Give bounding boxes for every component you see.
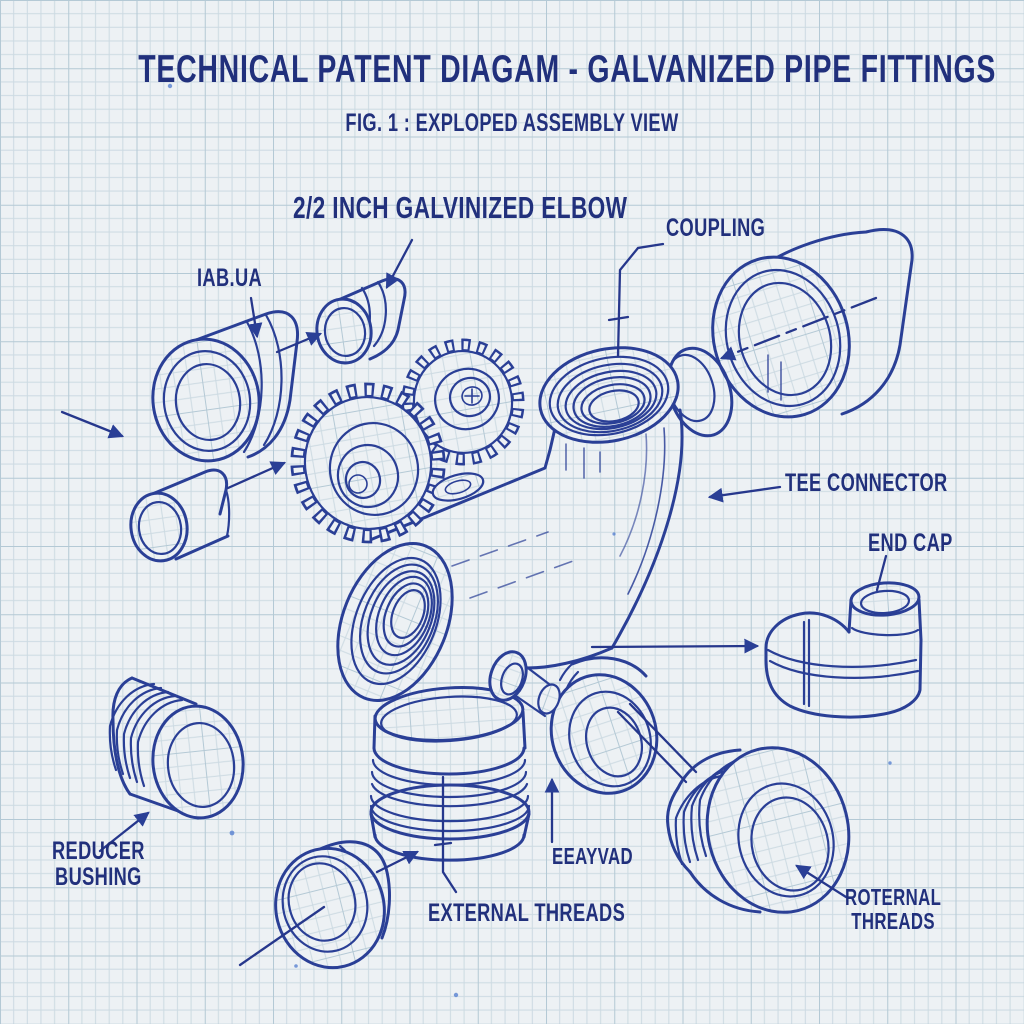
reducer-bushing-drawing bbox=[108, 676, 245, 820]
page-title: TECHNICAL PATENT DIAGAM - GALVANIZED PIP… bbox=[138, 48, 997, 91]
gears-drawing bbox=[290, 338, 525, 544]
gear-hub-washer bbox=[431, 472, 485, 502]
callout-iab-ua: IAB.UA bbox=[197, 264, 263, 292]
callout-coupling: COUPLING bbox=[666, 214, 766, 242]
callout-roternal-line1: ROTERNAL bbox=[845, 884, 942, 910]
end-cap-drawing bbox=[764, 581, 923, 719]
end-cap-arrow bbox=[590, 638, 760, 654]
roternal-threads-arrow bbox=[795, 864, 848, 899]
callout-roternal-threads: ROTERNAL THREADS bbox=[845, 885, 941, 933]
left-edge-arrow bbox=[60, 410, 125, 439]
coupling-leader bbox=[616, 242, 665, 358]
end-cap-leader bbox=[875, 554, 888, 592]
external-threads-leader bbox=[441, 775, 458, 894]
elbow-front-port bbox=[336, 542, 454, 702]
callout-tee-connector: TEE CONNECTOR bbox=[785, 469, 948, 497]
callout-external-threads: EXTERNAL THREADS bbox=[428, 899, 626, 927]
paper-speckles bbox=[167, 83, 892, 998]
callout-eeayvad: EEAYVAD bbox=[552, 843, 633, 869]
figure-subtitle: FIG. 1 : EXPLOPED ASSEMBLY VIEW bbox=[345, 109, 679, 137]
cylinder-to-gear-arrow bbox=[226, 461, 287, 490]
small-gear bbox=[401, 338, 525, 466]
callout-elbow: 2/2 INCH GALVINIZED ELBOW bbox=[293, 190, 628, 225]
large-gear bbox=[290, 382, 446, 544]
callout-reducer-line1: REDUCER bbox=[52, 837, 145, 865]
left-coupling-drawing bbox=[151, 310, 300, 463]
callout-roternal-line2: THREADS bbox=[851, 908, 935, 935]
coupling-part-drawing bbox=[711, 228, 914, 419]
external-thread-column bbox=[369, 686, 531, 862]
callout-end-cap: END CAP bbox=[868, 529, 953, 557]
tee-connector-arrow bbox=[707, 485, 782, 503]
elbow-top-mouth bbox=[538, 346, 680, 444]
threaded-bushing-drawing bbox=[616, 702, 851, 914]
elbow-fitting-drawing bbox=[336, 346, 684, 862]
iab-ua-arrow bbox=[247, 296, 263, 339]
elbow-label-arrow bbox=[385, 238, 414, 289]
coupling-to-plug-arrow bbox=[275, 332, 323, 354]
plain-ring-drawing bbox=[238, 840, 391, 970]
ring-arrow bbox=[375, 850, 420, 874]
leader-arrows bbox=[60, 238, 888, 899]
plain-cylinder-drawing bbox=[129, 468, 231, 563]
callout-reducer-line2: BUSHING bbox=[55, 863, 142, 892]
callout-reducer-bushing: REDUCER BUSHING bbox=[52, 838, 145, 891]
reducer-bushing-arrow bbox=[98, 811, 150, 853]
